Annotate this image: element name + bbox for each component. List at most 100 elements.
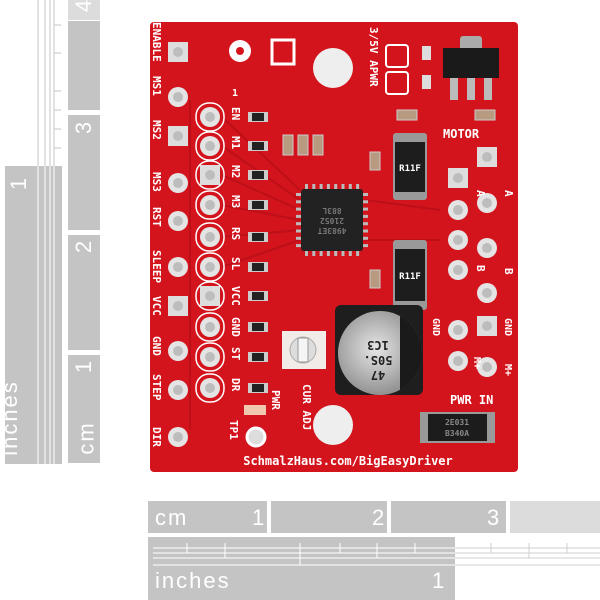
- inner-pin-label: M2: [229, 165, 242, 178]
- left-pin-pad-hole: [173, 262, 183, 272]
- left-pin-label: ENABLE: [150, 22, 163, 62]
- motor-power-pad-hole: [453, 325, 463, 335]
- power-led-label: PWR: [269, 390, 282, 410]
- vertical-cm-segment-2: [68, 115, 100, 230]
- motor-power-pad-hole: [482, 362, 492, 372]
- sense-resistor-a: R11F: [393, 133, 427, 200]
- voltage-regulator: [443, 36, 499, 100]
- horizontal-cm-unit: cm: [155, 505, 189, 530]
- testpoint-pad[interactable]: [245, 426, 267, 448]
- current-adjust-label: CUR ADJ: [300, 384, 313, 430]
- jumper-label: 3/5V APWR: [367, 27, 380, 87]
- motor-power-pad-hole: [453, 265, 463, 275]
- inner-pin-label: SL: [229, 257, 242, 271]
- inner-pin-pad-hole: [205, 232, 215, 242]
- chip-text-3: 883L: [322, 206, 341, 215]
- vertical-cm-segment-4: [68, 0, 100, 20]
- horizontal-inch-mark-1: 1: [432, 568, 447, 593]
- motor-power-pad-hole: [482, 198, 492, 208]
- motor-power-pad-hole: [453, 205, 463, 215]
- inner-pin-pad-hole: [205, 322, 215, 332]
- motor-power-pad-hole: [482, 243, 492, 253]
- left-pin-pad-hole: [173, 301, 183, 311]
- inner-pin-label: RS: [229, 227, 242, 240]
- left-pin-pad-hole: [173, 346, 183, 356]
- chip-text-1: 4983ET: [317, 226, 346, 235]
- horizontal-cm-mark-2: 2: [372, 505, 387, 530]
- a4983-driver-chip: 4983ET 21052 883L: [296, 184, 368, 256]
- smd-resistors: [248, 112, 268, 393]
- inner-pin-pad-hole: [205, 291, 215, 301]
- inner-pin-label: EN: [229, 107, 242, 120]
- vertical-inch-ruler: [5, 166, 62, 464]
- coil-a-label-outer: A: [502, 190, 515, 197]
- schottky-diode: 2E031 B340A: [420, 412, 495, 443]
- horizontal-cm-segment-4: [510, 501, 600, 533]
- gnd-label-outer: GND: [502, 318, 513, 336]
- motor-power-pad-hole: [482, 321, 492, 331]
- capacitor-text-2: 50S.: [364, 353, 393, 367]
- inner-pin-pad-hole: [205, 112, 215, 122]
- inner-pin-label: ST: [229, 347, 242, 361]
- designer-logo-icon: [270, 38, 296, 66]
- motor-power-pad-hole: [482, 288, 492, 298]
- vertical-cm-segment-1: [68, 235, 100, 350]
- left-pin-pad-hole: [173, 216, 183, 226]
- left-pin-label: MS2: [150, 120, 163, 140]
- left-pin-pad-hole: [173, 385, 183, 395]
- motor-power-pad-hole: [453, 173, 463, 183]
- motor-power-pads: [448, 147, 497, 377]
- horizontal-cm-segment-1: [148, 501, 267, 533]
- voltage-jumpers: [385, 44, 409, 95]
- inner-pin-pad-hole: [205, 262, 215, 272]
- left-header-pads: [168, 42, 188, 447]
- left-pin-label: SLEEP: [150, 250, 163, 283]
- electrolytic-capacitor: 47 50S. 1C3: [335, 305, 423, 395]
- inner-pin-label: M3: [229, 195, 242, 208]
- power-led: [244, 405, 266, 415]
- mounting-hole-top: [313, 48, 353, 88]
- vertical-cm-segment-3: [68, 21, 100, 110]
- left-pin-label: MS3: [150, 172, 163, 192]
- left-pin-pad-hole: [173, 131, 183, 141]
- open-hardware-gear-icon: [229, 40, 251, 62]
- horizontal-cm-segment-2: [271, 501, 387, 533]
- motor-power-pad-hole: [482, 152, 492, 162]
- inner-pin-pad-hole: [205, 141, 215, 151]
- inner-header-pads: [195, 102, 225, 403]
- diode-text-1: 2E031: [445, 418, 469, 427]
- left-pin-pad-hole: [173, 92, 183, 102]
- inner-pin-pad-hole: [205, 200, 215, 210]
- left-pin-label: STEP: [150, 374, 163, 401]
- left-pin-pad-hole: [173, 432, 183, 442]
- motor-label: MOTOR: [443, 127, 480, 141]
- horizontal-cm-segment-3: [391, 501, 506, 533]
- vertical-cm-segment-0: [68, 355, 100, 463]
- sense-resistor-a-text: R11F: [399, 164, 421, 174]
- motor-power-pad-hole: [453, 235, 463, 245]
- inner-pin-pad-hole: [205, 383, 215, 393]
- sense-resistor-b: R11F: [393, 240, 427, 310]
- left-pin-label: VCC: [150, 296, 163, 316]
- horizontal-inch-unit: inches: [155, 568, 231, 593]
- left-pin-pad-hole: [173, 178, 183, 188]
- coil-a-label: A: [474, 190, 487, 197]
- coil-b-label-outer: B: [502, 268, 515, 275]
- pin1-marker: 1: [232, 88, 238, 99]
- motor-power-pad-hole: [453, 356, 463, 366]
- left-pin-label: RST: [150, 207, 163, 227]
- chip-text-2: 21052: [320, 216, 344, 225]
- left-pin-pad-hole: [173, 47, 183, 57]
- inner-pin-label: GND: [229, 317, 242, 337]
- capacitor-text-1: 47: [371, 368, 385, 382]
- current-adjust-potentiometer[interactable]: [282, 331, 326, 369]
- power-in-label: PWR IN: [450, 393, 493, 407]
- inner-pin-pad-hole: [205, 352, 215, 362]
- left-pin-label: DIR: [150, 427, 163, 447]
- left-pin-label: GND: [150, 336, 163, 356]
- diode-text-2: B340A: [445, 429, 469, 438]
- coil-b-label: B: [474, 265, 487, 272]
